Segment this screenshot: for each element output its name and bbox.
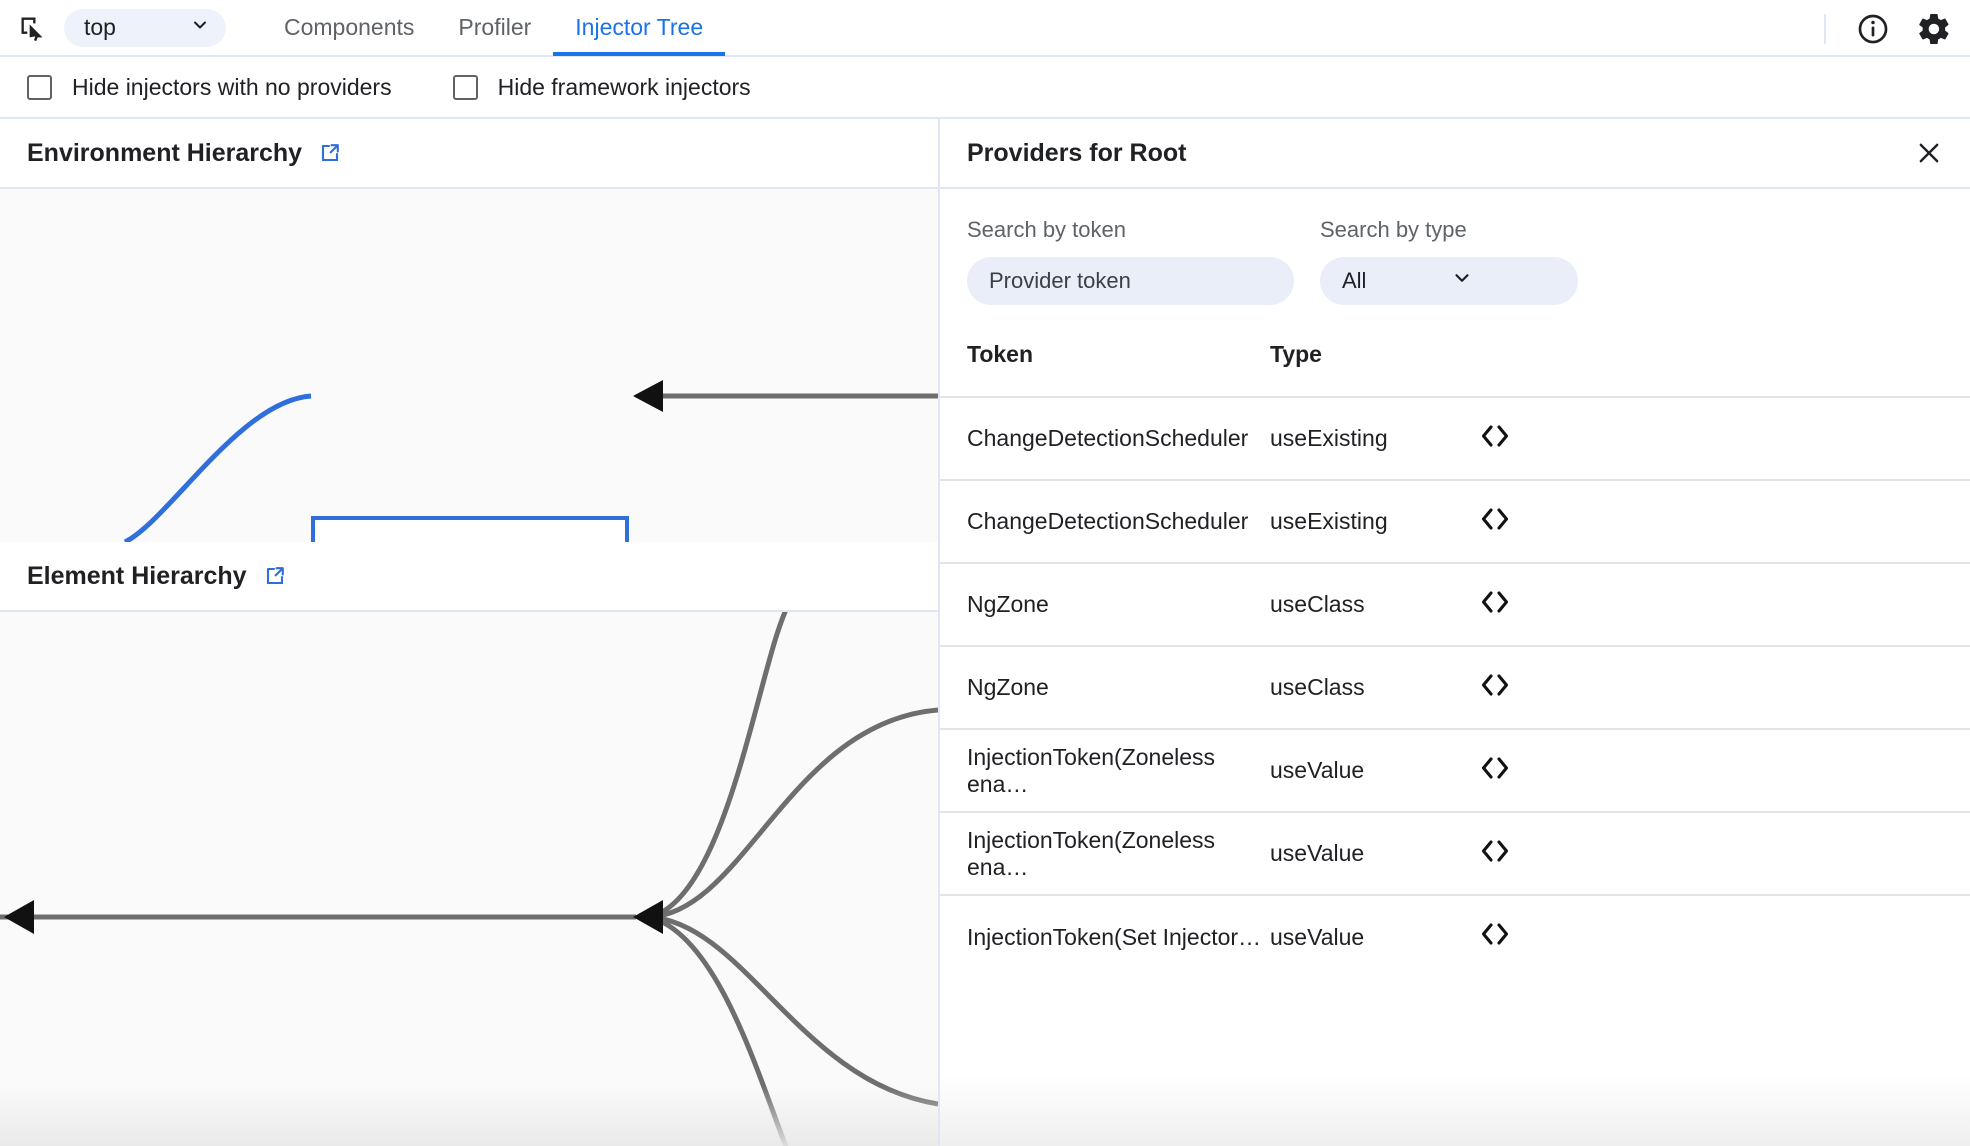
- environment-hierarchy-header: Environment Hierarchy: [0, 119, 938, 189]
- devtools-toolbar: top Components Profiler Injector Tree: [0, 0, 1970, 57]
- code-icon[interactable]: [1480, 506, 1510, 532]
- info-icon[interactable]: [1856, 12, 1890, 46]
- cell-token: ChangeDetectionScheduler: [940, 396, 1270, 480]
- element-hierarchy-graph[interactable]: AppTodoComponent 1 Provider: [0, 612, 938, 1146]
- providers-table: Token Type ChangeDetectionScheduler useE…: [940, 341, 1970, 978]
- table-row[interactable]: InjectionToken(Set Injector… useValue: [940, 894, 1970, 978]
- code-icon[interactable]: [1480, 423, 1510, 449]
- code-icon[interactable]: [1480, 921, 1510, 947]
- code-icon[interactable]: [1480, 755, 1510, 781]
- element-hierarchy-header: Element Hierarchy: [0, 542, 938, 612]
- inspect-element-icon[interactable]: [14, 10, 50, 46]
- search-by-type-label: Search by type: [1320, 217, 1467, 242]
- cell-token: InjectionToken(Zoneless ena…: [940, 811, 1270, 895]
- cell-action: [1480, 645, 1970, 729]
- column-header-actions: [1480, 341, 1970, 397]
- providers-table-head: Token Type: [940, 341, 1970, 397]
- external-link-icon[interactable]: [318, 141, 342, 165]
- table-row[interactable]: NgZone useClass: [940, 562, 1970, 646]
- cell-action: [1480, 728, 1970, 812]
- cell-type: useClass: [1270, 562, 1480, 646]
- gear-icon[interactable]: [1916, 11, 1952, 47]
- column-header-type: Type: [1270, 341, 1322, 367]
- search-by-token-label: Search by token: [967, 217, 1126, 242]
- checkbox-box[interactable]: [27, 74, 52, 100]
- cell-token: NgZone: [940, 645, 1270, 729]
- search-type-value: All: [1342, 268, 1367, 293]
- element-graph-edges: [0, 612, 938, 1146]
- providers-panel: Providers for Root Search by token Provi…: [940, 119, 1970, 1146]
- hide-empty-injectors-checkbox[interactable]: Hide injectors with no providers: [27, 74, 392, 101]
- environment-graph-edges: [123, 380, 938, 542]
- filter-bar: Hide injectors with no providers Hide fr…: [0, 57, 1970, 119]
- cell-token: NgZone: [940, 562, 1270, 646]
- chevron-down-icon: [190, 15, 210, 40]
- tab-profiler[interactable]: Profiler: [436, 0, 553, 56]
- hide-framework-injectors-checkbox[interactable]: Hide framework injectors: [452, 73, 751, 101]
- table-bottom-fade: [940, 1076, 1970, 1146]
- chevron-down-icon: [1451, 267, 1560, 295]
- injector-node-root[interactable]: Root: [311, 516, 629, 542]
- frame-select-value: top: [84, 14, 116, 40]
- cell-action: [1480, 811, 1970, 895]
- tab-label: Injector Tree: [575, 14, 704, 40]
- toolbar-left-group: top: [0, 8, 226, 47]
- table-row[interactable]: NgZone useClass: [940, 645, 1970, 729]
- environment-hierarchy-graph[interactable]: Root 96 Providers: [0, 189, 938, 542]
- providers-panel-title: Providers for Root: [967, 138, 1187, 167]
- toolbar-right-group: [1824, 0, 1952, 57]
- external-link-icon[interactable]: [263, 564, 287, 588]
- tab-label: Profiler: [458, 14, 532, 40]
- table-row[interactable]: InjectionToken(Zoneless ena… useValue: [940, 811, 1970, 895]
- cell-type: useValue: [1270, 811, 1480, 895]
- column-header-token: Token: [967, 341, 1034, 367]
- code-icon[interactable]: [1480, 838, 1510, 864]
- cell-type: useExisting: [1270, 396, 1480, 480]
- cell-action: [1480, 479, 1970, 563]
- close-icon[interactable]: [1912, 136, 1946, 170]
- checkbox-label: Hide framework injectors: [497, 73, 751, 100]
- cell-token: InjectionToken(Zoneless ena…: [940, 728, 1270, 812]
- checkbox-label: Hide injectors with no providers: [72, 73, 392, 100]
- search-token-input[interactable]: Provider token: [967, 257, 1294, 305]
- search-by-token-field: Search by token Provider token: [967, 217, 1294, 305]
- main-content: Environment Hierarchy Root 96 Providers …: [0, 119, 1970, 1146]
- providers-panel-header: Providers for Root: [940, 119, 1970, 189]
- cell-token: ChangeDetectionScheduler: [940, 479, 1270, 563]
- cell-type: useValue: [1270, 894, 1480, 978]
- frame-select[interactable]: top: [64, 8, 226, 47]
- tab-bar: Components Profiler Injector Tree: [262, 0, 725, 56]
- environment-hierarchy-title: Environment Hierarchy: [27, 138, 303, 167]
- tab-injector-tree[interactable]: Injector Tree: [553, 0, 725, 56]
- table-header-row: Token Type: [940, 341, 1970, 397]
- search-type-select[interactable]: All: [1320, 257, 1578, 305]
- code-icon[interactable]: [1480, 672, 1510, 698]
- providers-table-body: ChangeDetectionScheduler useExisting Cha…: [940, 396, 1970, 978]
- cell-type: useClass: [1270, 645, 1480, 729]
- hierarchy-pane: Environment Hierarchy Root 96 Providers …: [0, 119, 940, 1146]
- table-row[interactable]: ChangeDetectionScheduler useExisting: [940, 479, 1970, 563]
- code-icon[interactable]: [1480, 589, 1510, 615]
- toolbar-divider: [1824, 13, 1826, 44]
- providers-table-wrap[interactable]: Token Type ChangeDetectionScheduler useE…: [940, 341, 1970, 1146]
- table-row[interactable]: InjectionToken(Zoneless ena… useValue: [940, 728, 1970, 812]
- cell-action: [1480, 562, 1970, 646]
- cell-token: InjectionToken(Set Injector…: [940, 894, 1270, 978]
- cell-type: useExisting: [1270, 479, 1480, 563]
- element-hierarchy-title: Element Hierarchy: [27, 561, 247, 590]
- cell-action: [1480, 396, 1970, 480]
- cell-action: [1480, 894, 1970, 978]
- provider-search-row: Search by token Provider token Search by…: [940, 189, 1970, 305]
- tab-components[interactable]: Components: [262, 0, 436, 56]
- tab-label: Components: [284, 14, 415, 40]
- cell-type: useValue: [1270, 728, 1480, 812]
- table-row[interactable]: ChangeDetectionScheduler useExisting: [940, 396, 1970, 480]
- checkbox-box[interactable]: [452, 74, 478, 100]
- search-by-type-field: Search by type All: [1320, 217, 1578, 305]
